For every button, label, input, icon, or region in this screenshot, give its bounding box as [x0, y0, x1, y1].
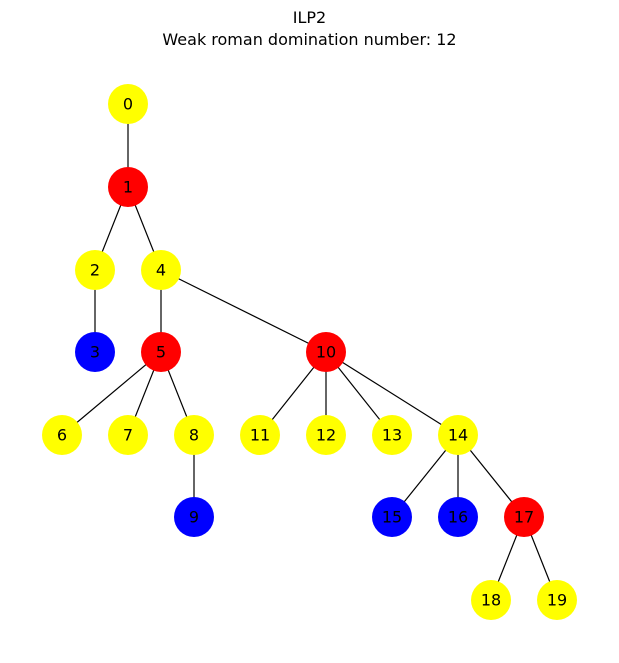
- node-circle-19: [537, 580, 577, 620]
- node-11: 11: [240, 415, 280, 455]
- node-label-9: 9: [189, 508, 199, 527]
- figure-title: ILP2: [292, 8, 327, 27]
- edge-10-14: [325, 351, 459, 436]
- node-circle-18: [471, 580, 511, 620]
- node-label-2: 2: [90, 261, 100, 280]
- node-circle-15: [372, 497, 412, 537]
- node-circle-1: [108, 167, 148, 207]
- node-7: 7: [108, 415, 148, 455]
- node-16: 16: [438, 497, 478, 537]
- node-label-19: 19: [547, 591, 567, 610]
- node-4: 4: [141, 250, 181, 290]
- node-15: 15: [372, 497, 412, 537]
- node-3: 3: [75, 332, 115, 372]
- node-circle-5: [141, 332, 181, 372]
- node-circle-7: [108, 415, 148, 455]
- node-10: 10: [306, 332, 346, 372]
- node-label-11: 11: [250, 426, 270, 445]
- node-label-17: 17: [514, 508, 534, 527]
- node-label-7: 7: [123, 426, 133, 445]
- node-label-15: 15: [382, 508, 402, 527]
- node-label-8: 8: [189, 426, 199, 445]
- node-label-16: 16: [448, 508, 468, 527]
- node-label-0: 0: [123, 95, 133, 114]
- node-label-12: 12: [316, 426, 336, 445]
- node-circle-14: [438, 415, 478, 455]
- node-circle-13: [372, 415, 412, 455]
- node-18: 18: [471, 580, 511, 620]
- node-circle-17: [504, 497, 544, 537]
- node-label-1: 1: [123, 178, 133, 197]
- node-8: 8: [174, 415, 214, 455]
- node-6: 6: [42, 415, 82, 455]
- node-circle-16: [438, 497, 478, 537]
- node-circle-3: [75, 332, 115, 372]
- node-circle-6: [42, 415, 82, 455]
- node-label-10: 10: [316, 343, 336, 362]
- node-label-18: 18: [481, 591, 501, 610]
- node-circle-10: [306, 332, 346, 372]
- node-14: 14: [438, 415, 478, 455]
- node-9: 9: [174, 497, 214, 537]
- node-12: 12: [306, 415, 346, 455]
- node-circle-12: [306, 415, 346, 455]
- node-5: 5: [141, 332, 181, 372]
- node-label-3: 3: [90, 343, 100, 362]
- node-circle-4: [141, 250, 181, 290]
- node-19: 19: [537, 580, 577, 620]
- node-circle-9: [174, 497, 214, 537]
- node-17: 17: [504, 497, 544, 537]
- node-13: 13: [372, 415, 412, 455]
- figure-subtitle: Weak roman domination number: 12: [162, 30, 457, 49]
- node-circle-11: [240, 415, 280, 455]
- node-circle-2: [75, 250, 115, 290]
- node-label-14: 14: [448, 426, 468, 445]
- node-0: 0: [108, 84, 148, 124]
- edge-5-6: [61, 351, 162, 436]
- node-circle-0: [108, 84, 148, 124]
- node-label-4: 4: [156, 261, 166, 280]
- node-label-6: 6: [57, 426, 67, 445]
- node-label-5: 5: [156, 343, 166, 362]
- edge-4-10: [160, 269, 327, 353]
- node-2: 2: [75, 250, 115, 290]
- node-1: 1: [108, 167, 148, 207]
- node-circle-8: [174, 415, 214, 455]
- node-label-13: 13: [382, 426, 402, 445]
